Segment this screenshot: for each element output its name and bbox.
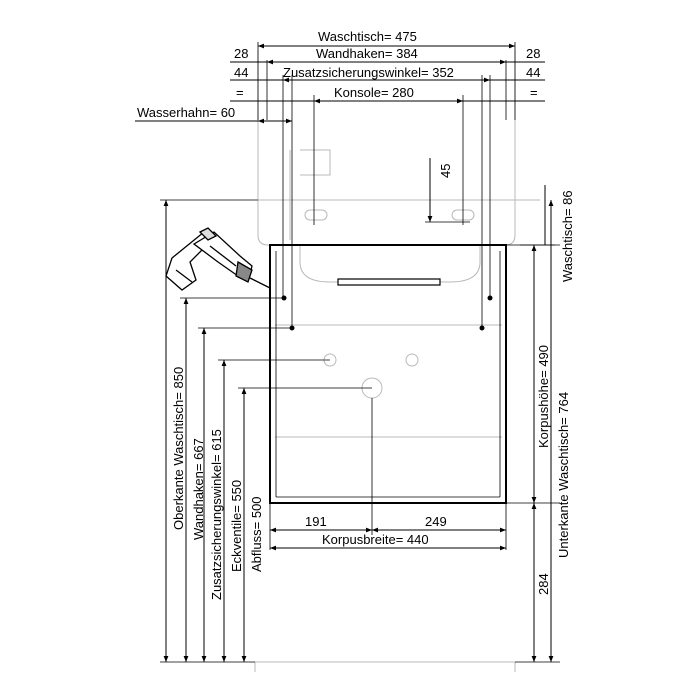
dim-right-44: 44: [526, 65, 540, 80]
dim-korpusbreite: Korpusbreite= 440: [322, 532, 429, 547]
dim-191: 191: [305, 514, 327, 529]
valve-hole-right: [405, 353, 419, 367]
dim-wasserhahn: Wasserhahn= 60: [137, 105, 235, 120]
dim-284: 284: [536, 573, 551, 595]
dim-oberkante: Oberkante Waschtisch= 850: [171, 367, 186, 530]
washbasin-outline: [254, 50, 540, 672]
bottom-dimensions: 191 249 Korpusbreite= 440: [269, 398, 507, 551]
dim-zusatz-left: Zusatzsicherungswinkel= 615: [209, 429, 224, 600]
cabinet-handle: [337, 278, 441, 286]
dim-left-eq: =: [236, 85, 244, 100]
dim-right-eq: =: [530, 85, 538, 100]
dim-abfluss: Abfluss= 500: [249, 496, 264, 572]
dim-wandhaken-top: Wandhaken= 384: [316, 46, 418, 61]
dim-right-28: 28: [526, 46, 540, 61]
inner-dimensions: 45 Waschtisch= 86: [425, 158, 575, 282]
dim-left-28: 28: [234, 46, 248, 61]
dim-konsole: Konsole= 280: [334, 85, 414, 100]
dim-45: 45: [438, 164, 453, 178]
dim-waschtisch: Waschtisch= 475: [318, 29, 417, 44]
drill-icon: [165, 227, 271, 291]
dim-waschtisch-86: Waschtisch= 86: [560, 190, 575, 282]
left-dimensions: Oberkante Waschtisch= 850 Wandhaken= 667…: [160, 199, 372, 663]
dim-zusatz-top: Zusatzsicherungswinkel= 352: [283, 65, 454, 80]
dim-unterkante: Unterkante Waschtisch= 764: [556, 392, 571, 558]
dim-left-44: 44: [234, 65, 248, 80]
mount-points: [281, 295, 493, 399]
dim-eckventile: Eckventile= 550: [229, 480, 244, 572]
cabinet-body: [269, 244, 507, 504]
dim-249: 249: [425, 514, 447, 529]
dim-korpushoehe: Korpushöhe= 490: [536, 345, 551, 448]
top-dimensions: Waschtisch= 475 Wandhaken= 384 28 28 Zus…: [135, 29, 545, 330]
right-dimensions: Korpushöhe= 490 Unterkante Waschtisch= 7…: [506, 200, 571, 663]
